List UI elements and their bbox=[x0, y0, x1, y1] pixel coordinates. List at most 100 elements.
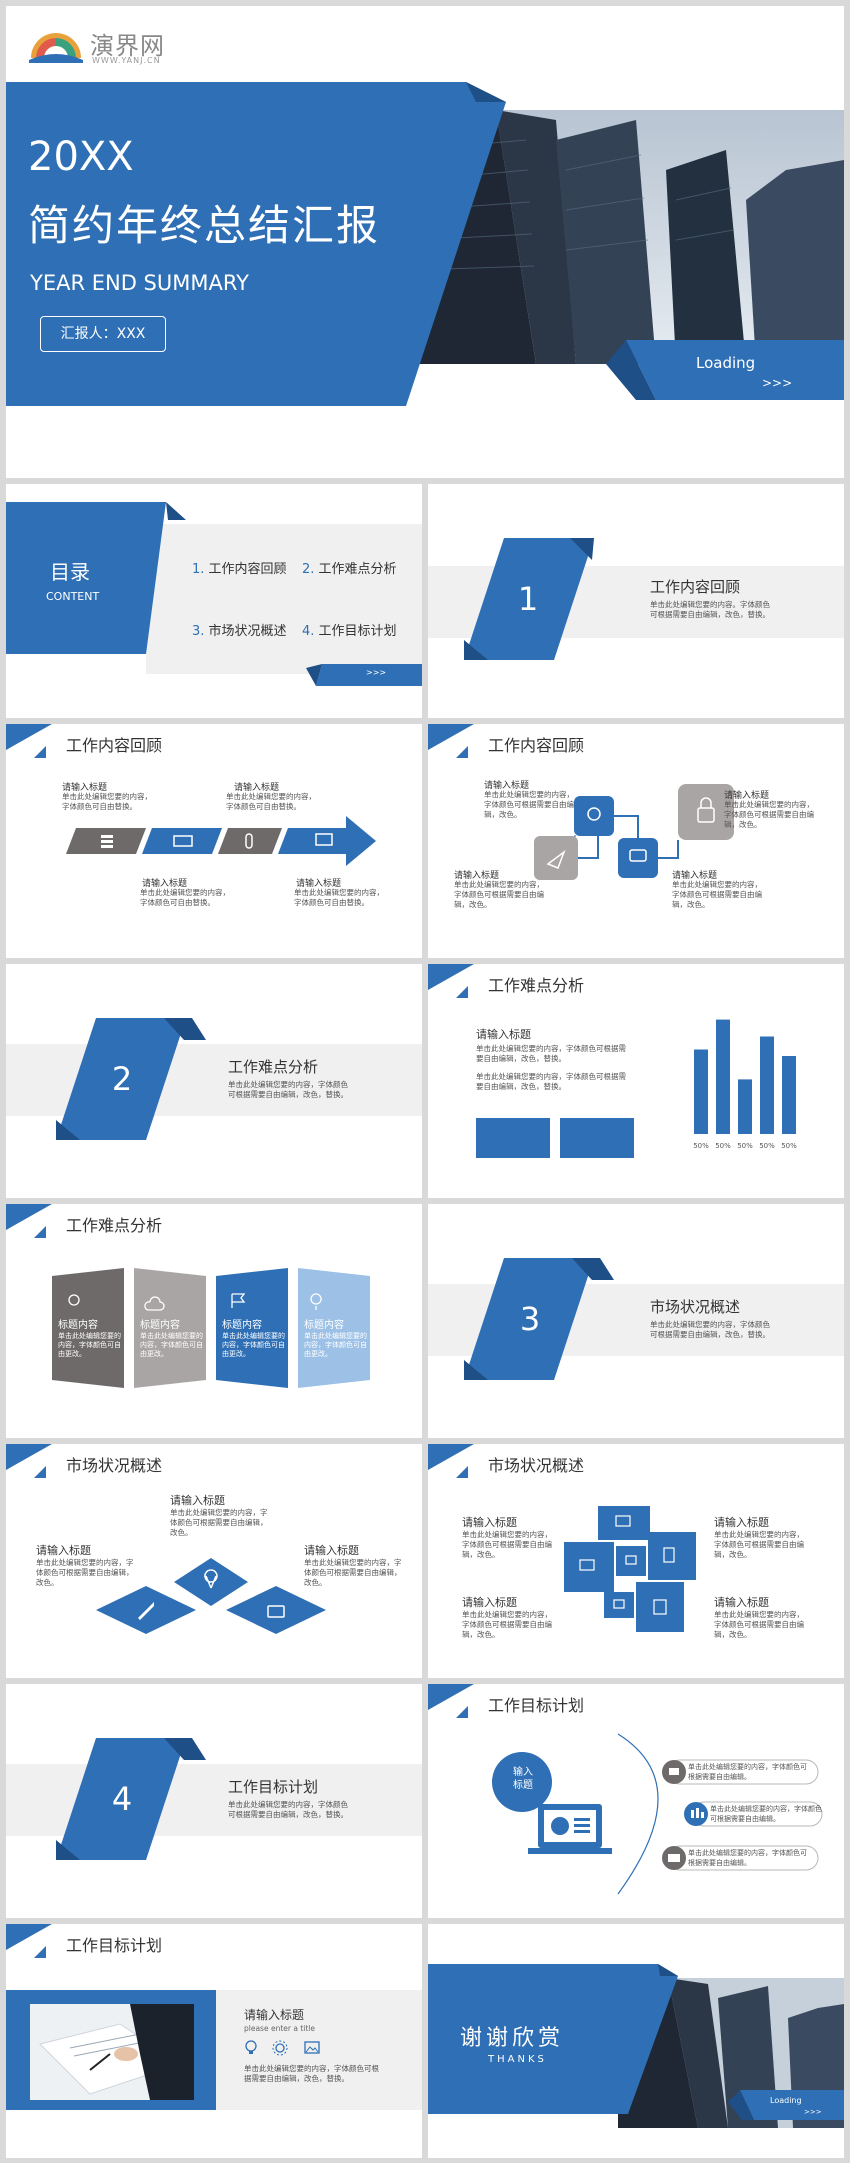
plan-timeline-slide: 工作目标计划 输入标题 单击此处编辑您要的内容，字体颜色可根据需要自由编辑。 单… bbox=[428, 1684, 844, 1918]
plan-desc: 单击此处编辑您要的内容，字体颜色可根据需要自由编辑。 bbox=[688, 1849, 807, 1867]
enter-title: please enter a title bbox=[244, 2024, 315, 2033]
item-heading: 请输入标题 bbox=[142, 879, 188, 889]
item-desc: 单击此处编辑您要的内容，字体颜色可根据需要自由编辑，改色，替换。 bbox=[476, 1044, 626, 1063]
item-heading: 请输入标题 bbox=[672, 871, 718, 881]
item-heading: 请输入标题 bbox=[36, 1544, 91, 1557]
cover-blue-panel bbox=[6, 82, 506, 406]
plan-photo-slide: 工作目标计划 请输入标题 please enter a title 单击此处编辑… bbox=[6, 1924, 422, 2158]
item-desc: 单击此处编辑您要的内容，字体颜色可根据需要自由编辑，改色，替换。 bbox=[244, 2064, 379, 2083]
square-cluster bbox=[564, 1506, 696, 1632]
section-3-slide: 3 市场状况概述 单击此处编辑您要的内容，字体颜色可根据需要自由编辑，改色，替换… bbox=[428, 1204, 844, 1438]
thanks-arrows[interactable]: >>> bbox=[804, 2108, 822, 2116]
bar-left bbox=[476, 1118, 550, 1158]
item-desc: 单击此处编辑您要的内容，字体颜色可根据需要自由编辑，改色。 bbox=[454, 880, 544, 909]
item-desc: 单击此处编辑您要的内容，字体颜色可根据需要自由编辑，改色。 bbox=[462, 1610, 552, 1639]
plan-desc: 单击此处编辑您要的内容，字体颜色可根据需要自由编辑。 bbox=[688, 1763, 807, 1781]
item-desc: 单击此处编辑您要的内容，字体颜色可根据需要自由编辑，改色。 bbox=[714, 1610, 804, 1639]
plan-desc: 单击此处编辑您要的内容，字体颜色可根据需要自由编辑。 bbox=[710, 1805, 822, 1823]
card-desc: 单击此处编辑您要的内容，字体颜色可自由更改。 bbox=[304, 1332, 367, 1358]
slide-title: 工作难点分析 bbox=[66, 1216, 163, 1235]
toc-subtitle: CONTENT bbox=[46, 590, 100, 603]
chart-bar bbox=[738, 1079, 752, 1134]
item-desc: 单击此处编辑您要的内容，字体颜色可自由替换。 bbox=[294, 888, 384, 907]
toc-arrows[interactable]: >>> bbox=[366, 668, 387, 677]
item-desc: 单击此处编辑您要的内容，字体颜色可根据需要自由编辑，改色。 bbox=[724, 800, 814, 829]
section-number: 2 bbox=[111, 1060, 133, 1098]
chart-bar bbox=[782, 1056, 796, 1134]
thanks-slide: 谢谢欣赏 THANKS Loading >>> bbox=[428, 1924, 844, 2158]
logo-name: 演界网 bbox=[90, 32, 165, 60]
card-desc: 单击此处编辑您要的内容，字体颜色可自由更改。 bbox=[58, 1332, 121, 1358]
toc-item-3[interactable]: 3. 市场状况概述 bbox=[192, 624, 287, 639]
section-number: 3 bbox=[519, 1300, 541, 1338]
cover-city-photo bbox=[406, 110, 844, 364]
item-heading: 请输入标题 bbox=[62, 783, 108, 793]
thanks-loading: Loading bbox=[770, 2096, 802, 2105]
card-desc: 单击此处编辑您要的内容，字体颜色可自由更改。 bbox=[222, 1332, 285, 1358]
chart-bar bbox=[694, 1049, 708, 1134]
toc-item-4[interactable]: 4. 工作目标计划 bbox=[302, 624, 397, 639]
section-title: 工作内容回顾 bbox=[650, 578, 741, 596]
item-heading: 请输入标题 bbox=[454, 871, 500, 881]
item-desc: 单击此处编辑您要的内容，字体颜色可根据需要自由编辑，改色。 bbox=[170, 1508, 268, 1537]
cover-slide: 演界网 WWW.YANJ.CN 20XX 简约年终总结汇报 YEAR END S… bbox=[6, 6, 844, 478]
gear-icon bbox=[272, 2040, 288, 2056]
chart-bar bbox=[760, 1036, 774, 1134]
cover-subtitle: YEAR END SUMMARY bbox=[30, 271, 249, 295]
section-1-slide: 1 工作内容回顾 单击此处编辑您要的内容。字体颜色可根据需要自由编辑，改色，替换… bbox=[428, 484, 844, 718]
review-arrow-slide: 工作内容回顾 请输入标题 单击此处编辑您要的内容，字体颜色可自由替换。 请输入标… bbox=[6, 724, 422, 958]
chart-bar bbox=[716, 1019, 730, 1134]
review-icons-slide: 工作内容回顾 请输入标题 单击此处编辑您要的内容，字体颜色可根据需要自由编辑，改… bbox=[428, 724, 844, 958]
thanks-title: 谢谢欣赏 bbox=[460, 2026, 565, 2051]
difficulty-cards-slide: 工作难点分析 标题内容 单击此处编辑您要的内容，字体颜色可自由更改。 标题内容 … bbox=[6, 1204, 422, 1438]
card-title: 标题内容 bbox=[140, 1320, 180, 1331]
item-desc: 单击此处编辑您要的内容，字体颜色可自由替换。 bbox=[62, 792, 152, 811]
cover-reporter: 汇报人：XXX bbox=[40, 316, 166, 352]
toc-item-2[interactable]: 2. 工作难点分析 bbox=[302, 562, 397, 577]
cover-arrows[interactable]: >>> bbox=[762, 376, 793, 390]
bar-right bbox=[560, 1118, 634, 1158]
slide-title: 市场状况概述 bbox=[66, 1456, 163, 1475]
card-desc: 单击此处编辑您要的内容，字体颜色可自由更改。 bbox=[140, 1332, 203, 1358]
image-icon bbox=[304, 2040, 320, 2056]
logo-url: WWW.YANJ.CN bbox=[92, 56, 161, 65]
slide-title: 工作目标计划 bbox=[488, 1696, 585, 1715]
section-title: 工作目标计划 bbox=[228, 1778, 319, 1796]
toc-title: 目录 bbox=[50, 560, 90, 584]
logo: 演界网 WWW.YANJ.CN bbox=[26, 24, 226, 74]
market-diamond-slide: 市场状况概述 请输入标题 单击此处编辑您要的内容，字体颜色可根据需要自由编辑，改… bbox=[6, 1444, 422, 1678]
cover-loading-ribbon bbox=[606, 340, 844, 400]
chart-tick-label: 50% bbox=[759, 1142, 775, 1150]
slide-title: 工作难点分析 bbox=[488, 976, 585, 995]
card-title: 标题内容 bbox=[222, 1320, 262, 1331]
item-desc: 单击此处编辑您要的内容，字体颜色可自由替换。 bbox=[140, 888, 230, 907]
section-desc: 单击此处编辑您要的内容，字体颜色可根据需要自由编辑，改色，替换。 bbox=[228, 1080, 348, 1099]
item-desc: 单击此处编辑您要的内容，字体颜色可根据需要自由编辑，改色。 bbox=[714, 1530, 804, 1559]
section-title: 工作难点分析 bbox=[228, 1058, 319, 1076]
chart-tick-label: 50% bbox=[693, 1142, 709, 1150]
cover-title: 简约年终总结汇报 bbox=[28, 201, 381, 250]
section-4-slide: 4 工作目标计划 单击此处编辑您要的内容，字体颜色可根据需要自由编辑，改色，替换… bbox=[6, 1684, 422, 1918]
section-2-slide: 2 工作难点分析 单击此处编辑您要的内容，字体颜色可根据需要自由编辑，改色，替换… bbox=[6, 964, 422, 1198]
cover-loading: Loading bbox=[696, 354, 756, 372]
chart-tick-label: 50% bbox=[715, 1142, 731, 1150]
process-arrow bbox=[66, 816, 376, 866]
section-number: 4 bbox=[111, 1780, 133, 1818]
toc-item-1[interactable]: 1. 工作内容回顾 bbox=[192, 562, 287, 577]
item-heading: 请输入标题 bbox=[462, 1516, 517, 1529]
section-desc: 单击此处编辑您要的内容。字体颜色可根据需要自由编辑，改色，替换。 bbox=[650, 600, 770, 619]
chart-tick-label: 50% bbox=[781, 1142, 797, 1150]
chart-tick-label: 50% bbox=[737, 1142, 753, 1150]
cover-year: 20XX bbox=[28, 134, 134, 180]
slide-title: 工作内容回顾 bbox=[488, 736, 585, 755]
slide-title: 工作内容回顾 bbox=[66, 736, 163, 755]
item-heading: 请输入标题 bbox=[484, 781, 530, 791]
section-number: 1 bbox=[517, 580, 539, 618]
item-heading: 请输入标题 bbox=[476, 1028, 531, 1041]
item-desc: 单击此处编辑您要的内容，字体颜色可根据需要自由编辑，改色，替换。 bbox=[476, 1072, 626, 1091]
slide-title: 工作目标计划 bbox=[66, 1936, 163, 1955]
item-desc: 单击此处编辑您要的内容，字体颜色可根据需要自由编辑，改色。 bbox=[462, 1530, 552, 1559]
item-desc: 单击此处编辑您要的内容，字体颜色可根据需要自由编辑，改色。 bbox=[484, 790, 574, 819]
item-desc: 单击此处编辑您要的内容，字体颜色可根据需要自由编辑，改色。 bbox=[36, 1558, 134, 1587]
bulb-icon bbox=[244, 2040, 258, 2056]
